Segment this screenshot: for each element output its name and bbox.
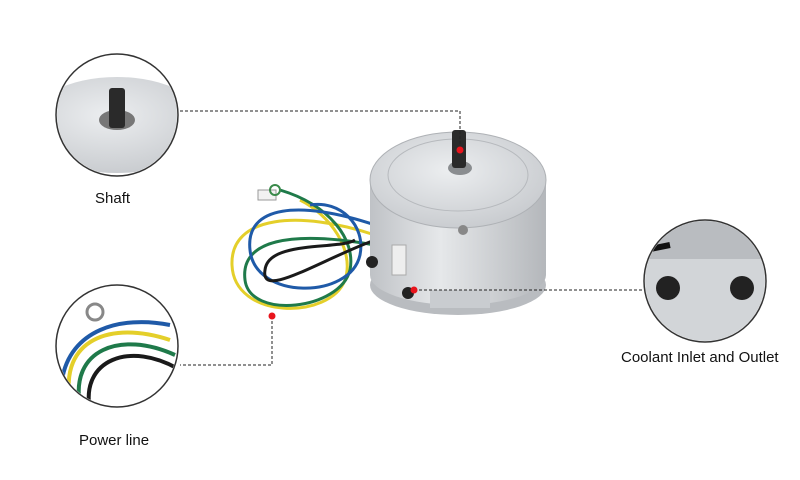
shaft-label: Shaft [95, 190, 131, 207]
power-line-label: Power line [79, 432, 150, 449]
coolant-detail-circle [643, 219, 767, 343]
power-line-leader-line [180, 316, 273, 366]
shaft-leader-line [180, 110, 461, 150]
power-wires [230, 184, 376, 310]
power-line-detail-circle [55, 284, 179, 408]
shaft-marker-dot [456, 146, 464, 154]
motor-body [366, 130, 547, 315]
shaft-detail-circle [55, 53, 179, 177]
coolant-label: Coolant Inlet and Outlet [621, 349, 779, 366]
power-line-marker-dot [268, 312, 276, 320]
leader-lines [180, 110, 644, 366]
coolant-marker-dot [410, 286, 418, 294]
